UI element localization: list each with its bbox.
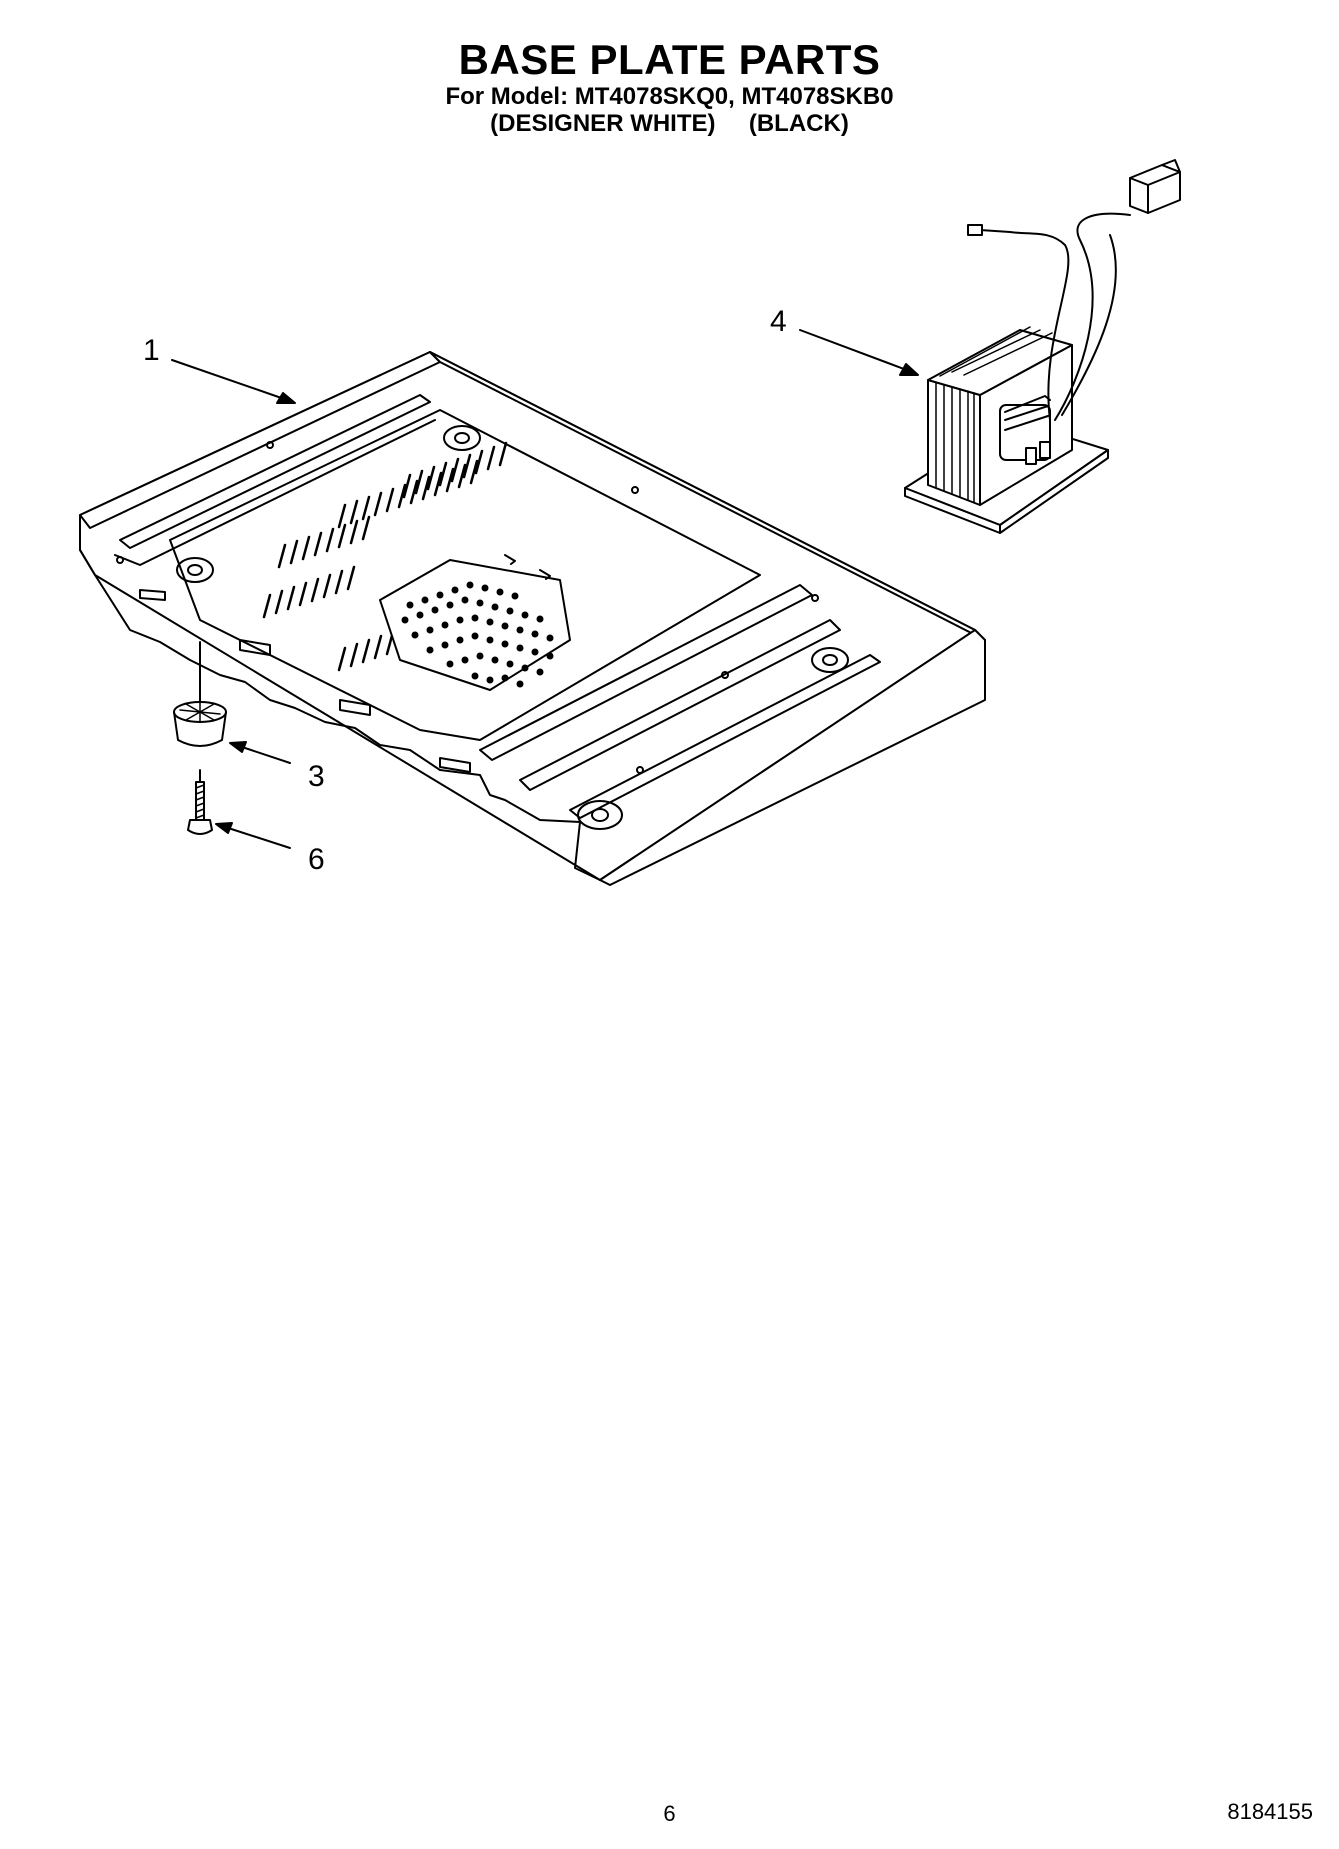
model-line: For Model: MT4078SKQ0, MT4078SKB0 <box>445 83 894 110</box>
base-plate <box>79 351 986 886</box>
callout-arrows <box>171 329 919 849</box>
callout-1: 1 <box>143 334 160 367</box>
page-header: BASE PLATE PARTS For Model: MT4078SKQ0, … <box>0 38 1339 138</box>
rubber-foot <box>173 641 227 747</box>
document-number: 8184155 <box>1227 1799 1313 1824</box>
transformer <box>904 159 1181 534</box>
callout-3: 3 <box>308 760 325 793</box>
screw <box>187 769 213 835</box>
callout-6: 6 <box>308 843 325 876</box>
fan-grille <box>379 554 571 691</box>
vent-louvers <box>262 441 508 672</box>
page-number: 6 <box>663 1801 676 1826</box>
page-title: BASE PLATE PARTS <box>458 36 881 83</box>
color-line: (DESIGNER WHITE) (BLACK) <box>490 110 849 137</box>
callout-4: 4 <box>770 305 787 338</box>
